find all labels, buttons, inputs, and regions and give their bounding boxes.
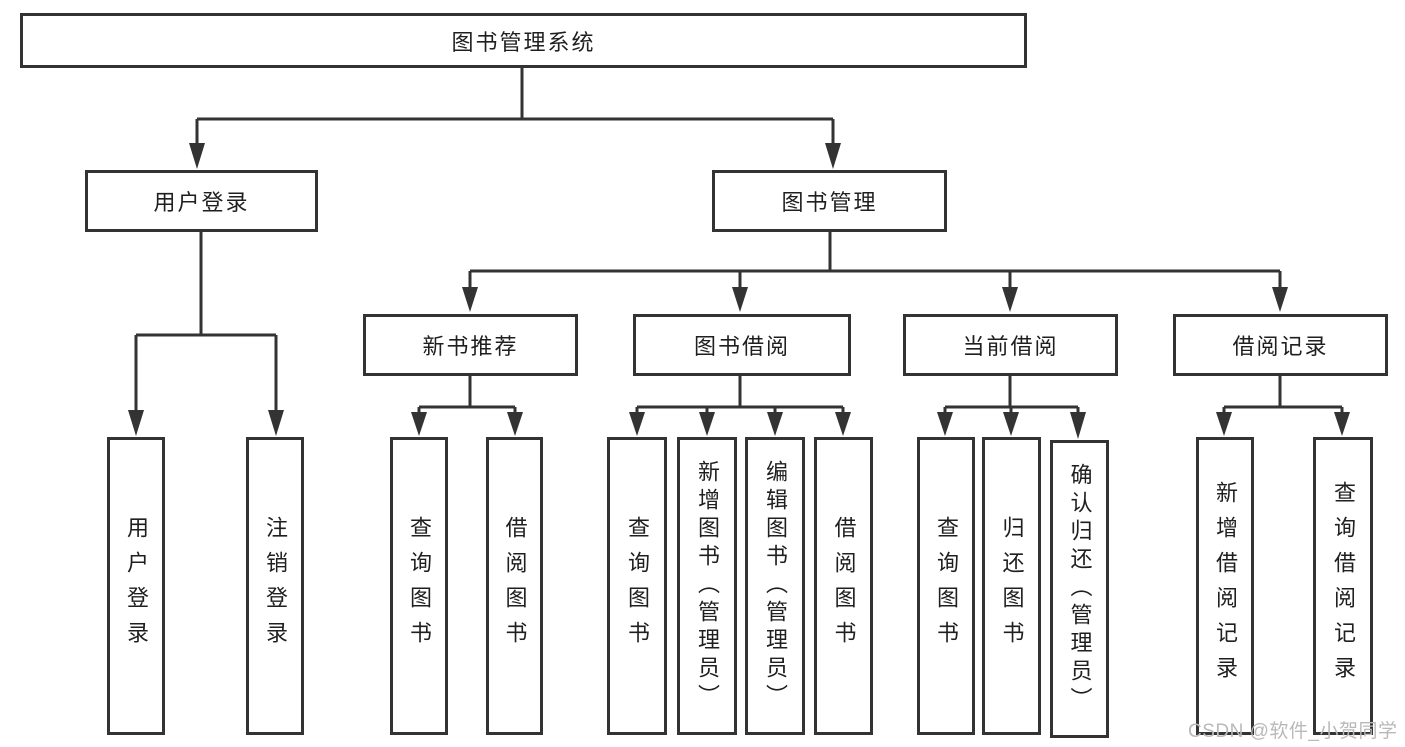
edge-new-book-children [411,376,523,436]
node-label: 新书推荐 [422,334,519,359]
node-label: 图书管理系统 [451,29,596,55]
node-label: 查询图书 [407,516,432,656]
edge-user-login-children [128,232,284,436]
leaf-add-borrow-record: 新增借阅记录 [1196,437,1254,735]
node-label: 注销登录 [263,516,288,656]
leaf-user-login: 用户登录 [107,437,165,735]
node-book-borrow: 图书借阅 [633,314,851,376]
leaf-logout: 注销登录 [246,437,304,735]
leaf-query-books-recommend: 查询图书 [390,437,448,735]
node-label: 借阅记录 [1232,334,1329,359]
node-label: 用户登录 [153,190,250,215]
node-label: 借阅图书 [502,516,528,656]
node-label: 借阅图书 [831,516,857,656]
node-label: 新增图书（管理员） [695,460,720,712]
node-library-management-system: 图书管理系统 [20,13,1027,68]
edge-root-to-level2 [189,68,841,169]
node-label: 查询图书 [625,516,650,656]
node-label: 图书管理 [781,190,878,215]
node-label: 新增借阅记录 [1213,481,1238,691]
node-user-login: 用户登录 [85,170,318,232]
node-label: 图书借阅 [693,334,790,359]
node-label: 确认归还（管理员） [1067,463,1093,715]
node-book-management: 图书管理 [712,170,947,232]
node-label: 查询图书 [934,516,959,656]
edge-current-borrow-children [937,376,1086,439]
node-new-book-recommend: 新书推荐 [363,314,578,376]
node-label: 用户登录 [124,516,149,656]
leaf-query-books-borrow: 查询图书 [607,437,667,735]
leaf-confirm-return-admin: 确认归还（管理员） [1050,440,1109,738]
node-label: 编辑图书（管理员） [763,460,788,712]
leaf-borrow-books-recommend: 借阅图书 [486,437,543,735]
leaf-query-borrow-record: 查询借阅记录 [1313,437,1373,735]
leaf-query-books-current: 查询图书 [917,437,975,735]
leaf-return-book: 归还图书 [982,437,1041,735]
edge-book-management-children [462,232,1288,312]
leaf-borrow-books-borrow: 借阅图书 [814,437,873,735]
node-borrow-records: 借阅记录 [1173,314,1388,376]
node-label: 当前借阅 [962,334,1059,359]
leaf-edit-book-admin: 编辑图书（管理员） [745,437,805,735]
leaf-add-book-admin: 新增图书（管理员） [677,437,737,735]
edge-book-borrow-children [629,376,851,436]
node-label: 查询借阅记录 [1331,481,1356,691]
edge-borrow-records-children [1216,376,1350,436]
node-label: 归还图书 [999,516,1025,656]
node-current-borrow: 当前借阅 [903,314,1118,376]
